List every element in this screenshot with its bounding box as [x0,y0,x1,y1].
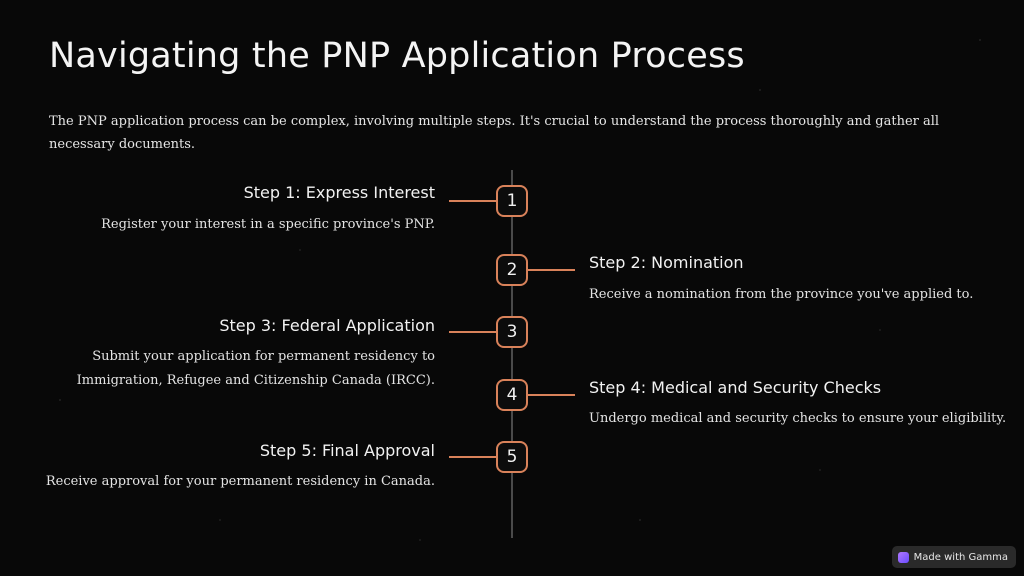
step-1-title: Step 1: Express Interest [243,183,435,202]
step-1-description: Register your interest in a specific pro… [101,217,435,232]
step-5-title: Step 5: Final Approval [259,441,435,460]
step-2-title: Step 2: Nomination [589,253,744,272]
gamma-logo-icon [897,551,909,563]
step-4-connector [528,394,575,396]
step-4-marker: 4 [496,379,528,411]
step-2-connector [528,269,575,271]
step-4-title: Step 4: Medical and Security Checks [589,378,882,397]
step-1-connector [449,200,497,202]
step-3-description: Submit your application for permanent re… [76,349,435,388]
step-3-title: Step 3: Federal Application [219,316,435,335]
timeline-axis [511,170,513,538]
step-5-description: Receive approval for your permanent resi… [45,474,435,489]
step-2-marker: 2 [496,254,528,286]
step-5-marker: 5 [496,441,528,473]
step-3-connector [449,331,497,333]
step-5-connector [449,456,497,458]
step-1-marker: 1 [496,185,528,217]
intro-paragraph: The PNP application process can be compl… [49,114,940,152]
step-2-description: Receive a nomination from the province y… [589,287,974,302]
page-title: Navigating the PNP Application Process [49,36,745,76]
badge-label: Made with Gamma [913,551,1008,563]
made-with-gamma-badge[interactable]: Made with Gamma [891,546,1016,568]
step-3-marker: 3 [496,316,528,348]
step-4-description: Undergo medical and security checks to e… [589,411,1007,426]
